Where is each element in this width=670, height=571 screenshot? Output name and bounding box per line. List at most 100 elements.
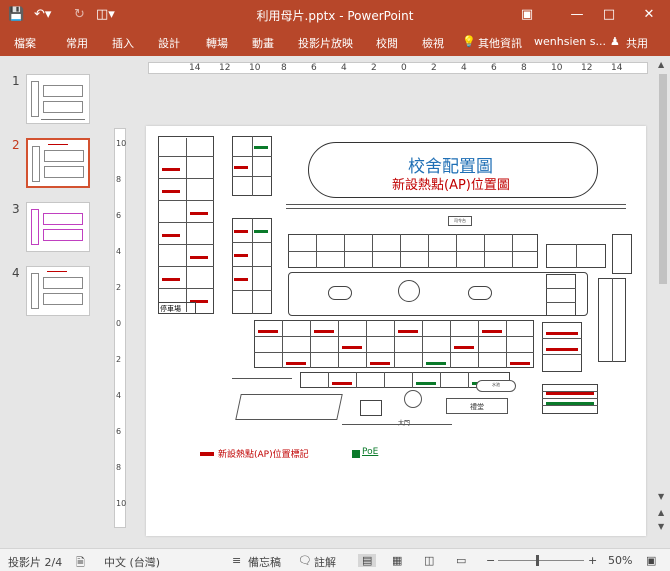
ruler-label: 10	[116, 499, 127, 508]
tell-me-icon[interactable]: 💡	[462, 35, 476, 48]
ruler-label: 4	[461, 63, 467, 73]
ruler-label: 0	[401, 63, 407, 73]
thumb-number-3: 3	[12, 202, 20, 216]
ruler-label: 8	[116, 175, 122, 184]
legend-poe-swatch	[352, 450, 360, 458]
previous-slide-icon[interactable]: ▲	[658, 508, 665, 517]
zoom-level[interactable]: 50%	[608, 554, 633, 567]
ruler-label: 6	[116, 427, 122, 436]
hall-label: 禮堂	[470, 403, 484, 411]
tab-insert[interactable]: 插入	[112, 37, 134, 50]
scrollbar-thumb[interactable]	[659, 74, 667, 284]
fit-to-window-icon[interactable]: ▣	[646, 554, 657, 567]
ruler-label: 2	[116, 283, 122, 292]
ruler-label: 14	[189, 63, 201, 73]
slide-subtitle[interactable]: 新設熱點(AP)位置圖	[392, 178, 510, 193]
slide-counter: 投影片 2/4	[8, 556, 63, 569]
next-slide-icon[interactable]: ▼	[658, 522, 665, 531]
ruler-label: 6	[491, 63, 497, 73]
comments-button[interactable]: 註解	[314, 556, 336, 569]
slide-canvas[interactable]: 停車場 校舍配置圖 新設熱點(AP)位置圖 司令台	[146, 126, 646, 536]
ruler-label: 4	[116, 391, 122, 400]
vertical-ruler: 10 8 6 4 2 0 2 4 6 8 10	[114, 128, 126, 528]
normal-view-icon[interactable]: ▤	[358, 554, 377, 567]
zoom-in-icon[interactable]: +	[588, 554, 598, 567]
tell-me-button[interactable]: 其他資訊	[478, 37, 522, 50]
maximize-icon[interactable]: □	[602, 7, 616, 22]
ruler-label: 8	[116, 463, 122, 472]
ruler-label: 4	[116, 247, 122, 256]
tab-file[interactable]: 檔案	[14, 37, 36, 50]
slideshow-view-icon[interactable]: ▭	[456, 554, 467, 567]
pool-label: 水池	[492, 382, 500, 387]
zoom-slider-thumb[interactable]	[536, 555, 539, 566]
presentation-start-icon[interactable]: ◫▾	[96, 7, 115, 22]
slide-thumbnail-3[interactable]	[26, 202, 90, 252]
ribbon-display-icon[interactable]: ▣	[520, 7, 534, 22]
tab-view[interactable]: 檢視	[422, 37, 444, 50]
courtyard	[288, 272, 588, 316]
title-bar: 💾 ↶▾ ↻ ◫▾ 利用母片.pptx - PowerPoint ▣ — □ ✕	[0, 0, 670, 30]
tab-home[interactable]: 常用	[66, 37, 88, 50]
zoom-slider[interactable]	[498, 560, 584, 561]
ruler-label: 2	[116, 355, 122, 364]
window-title: 利用母片.pptx - PowerPoint	[256, 9, 414, 23]
ruler-label: 8	[521, 63, 527, 73]
ruler-label: 6	[116, 211, 122, 220]
share-button[interactable]: 共用	[626, 37, 648, 50]
ruler-label: 10	[116, 139, 127, 148]
ruler-label: 10	[249, 63, 261, 73]
parking-label: 停車場	[160, 305, 181, 313]
zoom-out-icon[interactable]: −	[486, 554, 496, 567]
ruler-label: 4	[341, 63, 347, 73]
minimize-icon[interactable]: —	[570, 7, 584, 22]
accessibility-icon[interactable]: 🗎	[76, 556, 85, 569]
comments-icon[interactable]: 🗨	[298, 554, 312, 567]
close-icon[interactable]: ✕	[643, 7, 655, 22]
reading-view-icon[interactable]: ◫	[424, 554, 435, 567]
thumb-number-2: 2	[12, 138, 20, 152]
redo-icon[interactable]: ↻	[74, 7, 85, 22]
slide-thumbnail-1[interactable]	[26, 74, 90, 124]
ruler-label: 8	[281, 63, 287, 73]
notes-button[interactable]: 備忘稿	[248, 556, 281, 569]
undo-icon[interactable]: ↶▾	[34, 7, 52, 22]
title-capsule	[308, 142, 598, 198]
legend-ap-label: 新設熱點(AP)位置標記	[218, 450, 309, 460]
user-account[interactable]: wenhsien s...	[534, 35, 606, 48]
tab-animations[interactable]: 動畫	[252, 37, 274, 50]
ribbon-tabs: 檔案 常用 插入 設計 轉場 動畫 投影片放映 校閱 檢視 💡 其他資訊 wen…	[0, 30, 670, 56]
status-bar: 投影片 2/4 🗎 中文 (台灣) ≡ 備忘稿 🗨 註解 ▤ ▦ ◫ ▭ − +…	[0, 548, 670, 571]
ruler-label: 12	[219, 63, 231, 73]
notes-icon[interactable]: ≡	[232, 554, 242, 567]
tab-slideshow[interactable]: 投影片放映	[298, 37, 353, 50]
scroll-up-icon[interactable]: ▲	[658, 60, 665, 69]
pool: 水池	[476, 380, 516, 392]
ruler-label: 2	[371, 63, 377, 73]
ruler-label: 6	[311, 63, 317, 73]
tab-review[interactable]: 校閱	[376, 37, 398, 50]
tab-design[interactable]: 設計	[158, 37, 180, 50]
language-status[interactable]: 中文 (台灣)	[104, 556, 161, 569]
slide-title[interactable]: 校舍配置圖	[408, 157, 493, 177]
ruler-label: 0	[116, 319, 122, 328]
save-icon[interactable]: 💾	[8, 7, 25, 22]
tab-transitions[interactable]: 轉場	[206, 37, 228, 50]
hall: 禮堂	[446, 398, 508, 414]
flag-platform: 司令台	[448, 216, 472, 226]
flag-label: 司令台	[454, 218, 466, 223]
vertical-scrollbar[interactable]: ▲ ▼ ▲ ▼	[656, 60, 670, 544]
gate-label: 大門	[398, 418, 410, 427]
slide-thumbnail-4[interactable]	[26, 266, 90, 316]
ruler-label: 2	[431, 63, 437, 73]
slide-thumbnail-2[interactable]	[26, 138, 90, 188]
slide-editor: 14 12 10 8 6 4 2 0 2 4 6 8 10 12 14 10 8…	[100, 56, 670, 548]
ruler-label: 10	[551, 63, 563, 73]
thumb-number-4: 4	[12, 266, 20, 280]
slide-sorter-icon[interactable]: ▦	[392, 554, 403, 567]
share-icon[interactable]: ♟	[610, 35, 620, 48]
horizontal-ruler: 14 12 10 8 6 4 2 0 2 4 6 8 10 12 14	[148, 62, 648, 74]
ruler-label: 14	[611, 63, 623, 73]
scroll-down-icon[interactable]: ▼	[658, 492, 665, 501]
